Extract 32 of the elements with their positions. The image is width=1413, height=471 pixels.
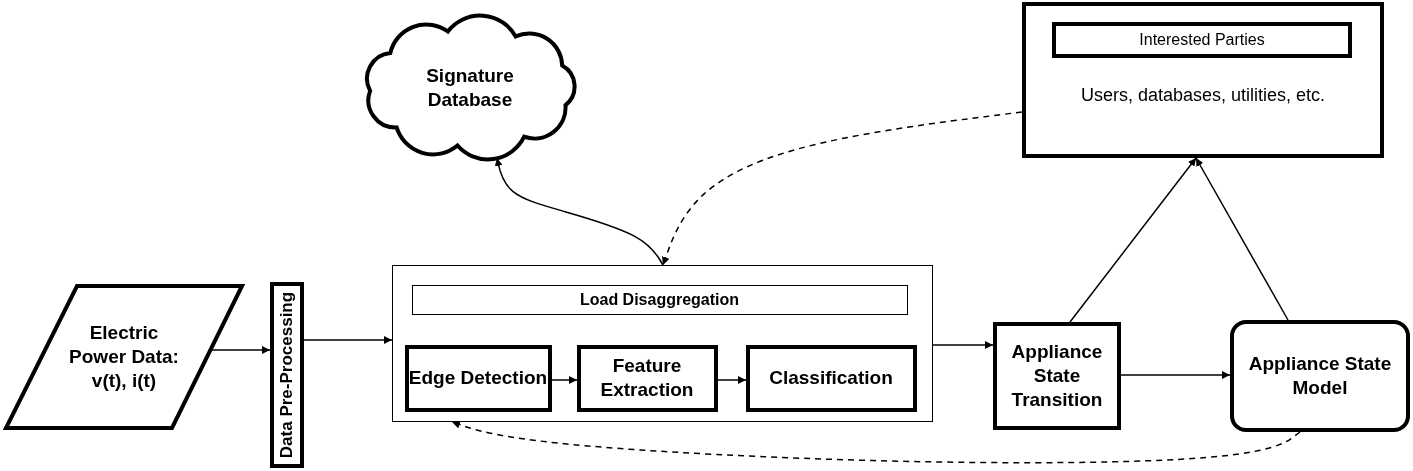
process-box (270, 282, 304, 468)
node-label: Users, databases, utilities, etc. (1080, 84, 1326, 107)
arrow (551, 376, 578, 384)
arrow (1069, 157, 1197, 323)
node-label: Edge Detection (408, 366, 548, 390)
node-label: Classification (769, 366, 893, 390)
dashed-arrow (451, 420, 1301, 464)
arrow (1120, 371, 1231, 379)
node-label: Interested Parties (1139, 30, 1265, 50)
node-label: Load Disaggregation (579, 289, 740, 310)
container-box (392, 265, 933, 422)
dashed-arrow (661, 111, 1023, 266)
node-label: Feature Extraction (599, 354, 695, 402)
arrow (717, 376, 747, 384)
process-box (993, 322, 1121, 430)
rounded-box (1230, 320, 1410, 432)
node-label: Data Pre-Processing (276, 290, 297, 461)
process-box (745, 344, 917, 412)
process-box (404, 344, 552, 412)
arrow (494, 157, 664, 266)
arrow (932, 341, 994, 349)
process-box (576, 344, 718, 412)
node-label: Appliance State Transition (1010, 340, 1104, 412)
node-label: Electric Power Data: v(t), i(t) (68, 321, 180, 393)
arrow (1195, 157, 1289, 321)
input-parallelogram (2, 284, 246, 430)
arrow (303, 336, 393, 344)
title-box (1052, 22, 1352, 58)
panel-box (1022, 2, 1384, 158)
node-label: Signature Database (425, 64, 515, 112)
node-label: Appliance State Model (1247, 352, 1393, 400)
title-box (411, 284, 908, 315)
